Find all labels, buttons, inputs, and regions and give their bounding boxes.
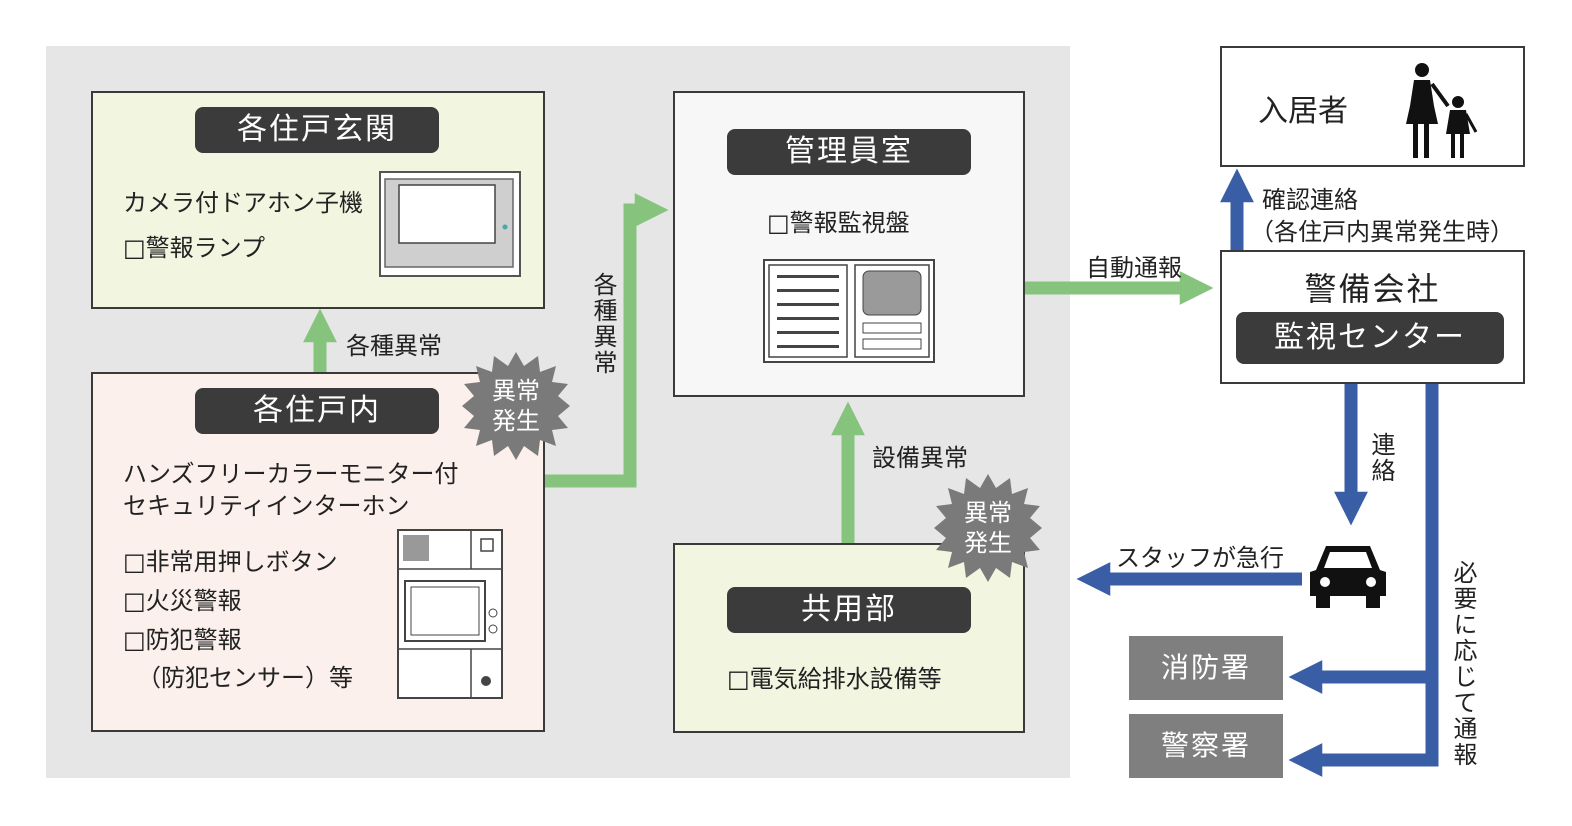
anomaly-burst-common-label: 異常 発生: [964, 499, 1012, 557]
burst-shape: [462, 352, 570, 460]
doorphone-camera-icon: [379, 171, 521, 277]
alarm-monitor-panel-icon: [763, 259, 935, 363]
common-area-line-1: □電気給排水設備等: [727, 665, 942, 693]
unit-line-1: ハンズフリーカラーモニター付: [123, 460, 459, 488]
edge-label-confirm-contact: 確認連絡: [1262, 186, 1358, 214]
manager-room-line-1: □警報監視盤: [767, 209, 910, 237]
intercom-monitor-icon: [397, 529, 503, 699]
common-area-title: 共用部: [727, 587, 971, 633]
unit-line-6: （防犯センサー）等: [137, 664, 353, 692]
entrance-box: 各住戸玄関 カメラ付ドアホン子機 □警報ランプ: [91, 91, 545, 309]
police-station-box: 警察署: [1129, 714, 1283, 778]
resident-label: 入居者: [1258, 94, 1348, 129]
arrow-unit-to-manager: [545, 193, 669, 488]
manager-room-title: 管理員室: [727, 129, 971, 175]
entrance-line-1: カメラ付ドアホン子機: [123, 189, 363, 217]
monitoring-center-label: 監視センター: [1236, 312, 1504, 364]
unit-interior-box: 各住戸内 ハンズフリーカラーモニター付 セキュリティインターホン □非常用押しボ…: [91, 372, 545, 732]
anomaly-burst-unit-label: 異常 発生: [492, 377, 540, 435]
security-company-box: 警備会社 監視センター: [1220, 250, 1525, 384]
mother-child-icon: [1406, 63, 1478, 158]
edge-label-report-if-needed: 必要に応じて通報: [1449, 560, 1477, 768]
car-icon: [1310, 546, 1386, 608]
unit-line-4: □火災警報: [123, 587, 242, 615]
resident-box: 入居者: [1220, 46, 1525, 167]
fire-station-box: 消防署: [1129, 636, 1283, 700]
unit-line-5: □防犯警報: [123, 626, 242, 654]
unit-interior-title: 各住戸内: [195, 388, 439, 434]
arrow-security-to-police: [1288, 366, 1439, 777]
edge-label-equipment-anomaly: 設備異常: [872, 444, 968, 472]
entrance-line-2: □警報ランプ: [123, 234, 265, 262]
unit-line-3: □非常用押しボタン: [123, 548, 338, 576]
edge-label-various-anomaly: 各種異常: [346, 332, 442, 360]
edge-label-various-anomaly-vertical: 各種異常: [589, 272, 617, 376]
manager-room-box: 管理員室 □警報監視盤: [673, 91, 1025, 397]
edge-label-staff-rush: スタッフが急行: [1116, 544, 1284, 572]
unit-line-2: セキュリティインターホン: [123, 492, 410, 520]
edge-label-confirm-contact-note: （各住戸内異常発生時）: [1250, 218, 1514, 246]
anomaly-burst-unit: 異常 発生: [460, 350, 572, 462]
entrance-title: 各住戸玄関: [195, 107, 439, 153]
security-company-title: 警備会社: [1304, 270, 1441, 308]
burst-shape: [934, 474, 1042, 582]
edge-label-contact: 連絡: [1367, 432, 1395, 484]
edge-label-auto-report: 自動通報: [1086, 254, 1182, 282]
anomaly-burst-common: 異常 発生: [932, 472, 1044, 584]
